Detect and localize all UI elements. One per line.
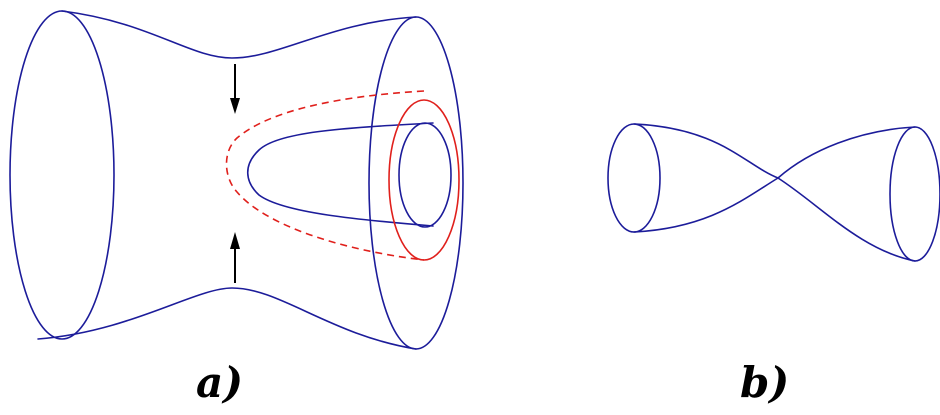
pinched-bottom-profile bbox=[633, 177, 916, 262]
pinched-left-circle bbox=[607, 123, 661, 233]
inner-tube-circle bbox=[398, 122, 452, 228]
bottom-neck-profile bbox=[37, 287, 417, 350]
panel-b bbox=[607, 123, 940, 262]
red-cycle-dashed bbox=[225, 90, 425, 261]
panel-a-label: a) bbox=[196, 358, 243, 407]
panel-b-label: b) bbox=[740, 358, 789, 407]
inner-tube-surface bbox=[246, 122, 434, 227]
right-boundary-circle bbox=[368, 16, 464, 350]
panel-a bbox=[9, 10, 464, 350]
arrow-up-head bbox=[230, 232, 240, 249]
pinched-top-profile bbox=[633, 123, 916, 179]
top-neck-profile bbox=[61, 10, 417, 59]
pinched-right-circle bbox=[889, 126, 940, 262]
left-boundary-circle bbox=[9, 10, 115, 340]
arrow-down-head bbox=[230, 98, 240, 114]
